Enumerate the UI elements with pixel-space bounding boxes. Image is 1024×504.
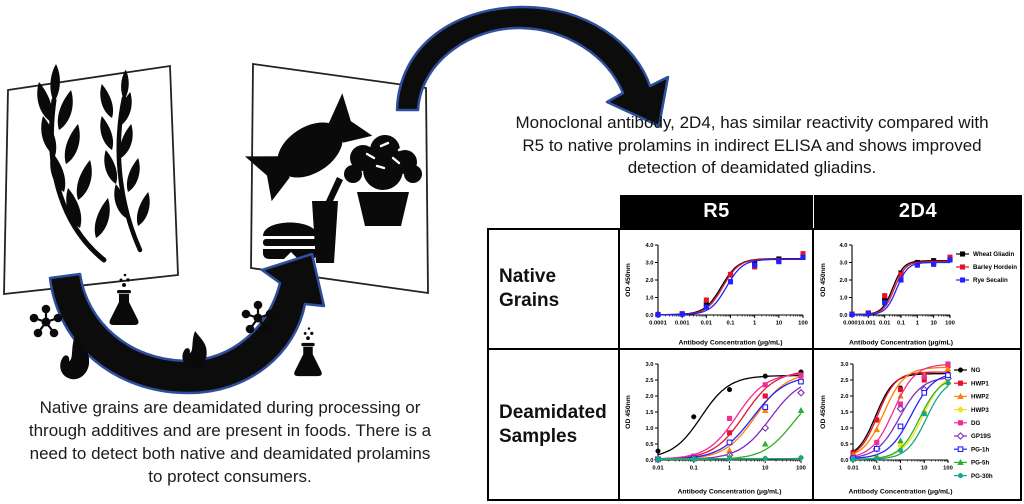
svg-text:PG-1h: PG-1h [971,446,989,453]
process-arrow [48,252,326,395]
svg-text:0.001: 0.001 [861,321,876,327]
cupcake-icon [344,135,422,226]
svg-text:0.1: 0.1 [897,321,906,327]
svg-text:0.5: 0.5 [645,442,654,448]
svg-text:0.1: 0.1 [690,466,699,472]
svg-text:Antibody Concentration (µg/mL): Antibody Concentration (µg/mL) [849,340,953,347]
svg-text:OD 450nm: OD 450nm [625,395,632,429]
figure-headline: Monoclonal antibody, 2D4, has similar re… [515,113,989,178]
transition-arrow [395,5,670,128]
svg-text:0.5: 0.5 [840,442,849,448]
svg-text:0.001: 0.001 [675,321,690,327]
svg-text:2.5: 2.5 [645,378,654,384]
svg-text:1: 1 [728,466,732,472]
chart-2d4-deamidated-samples: 0.0 0.5 1.0 1.5 2.0 2.5 3.0 0.01 0.1 1 10 100Antibo… [820,361,993,496]
molecule-icon [29,304,63,338]
svg-text:0.0: 0.0 [840,458,848,464]
svg-text:Rye Secalin: Rye Secalin [973,277,1008,284]
svg-text:10: 10 [762,466,768,472]
svg-text:3.0: 3.0 [840,362,848,368]
flask-icon [294,327,322,377]
svg-text:OD 450nm: OD 450nm [820,263,827,297]
figure-caption: Native grains are deamidated during proc… [28,398,432,487]
svg-text:PG-5h: PG-5h [971,460,989,467]
svg-text:1.0: 1.0 [645,426,653,432]
svg-text:1.0: 1.0 [839,296,847,302]
svg-text:0.0: 0.0 [839,313,847,319]
svg-text:0.01: 0.01 [652,466,664,472]
svg-text:10: 10 [930,321,936,327]
column-header-r5: R5 [620,195,813,228]
svg-text:10: 10 [776,321,782,327]
svg-text:Barley Hordein: Barley Hordein [973,264,1017,271]
svg-text:0.0: 0.0 [645,313,653,319]
svg-text:0.1: 0.1 [873,466,882,472]
flame-icon [60,335,90,380]
column-header-2d4: 2D4 [814,195,1022,228]
svg-text:0.0001: 0.0001 [843,321,862,327]
svg-text:2.0: 2.0 [645,394,653,400]
svg-text:DG: DG [971,420,980,427]
svg-text:0.01: 0.01 [847,466,859,472]
food-panel [245,62,429,295]
svg-text:Wheat Gliadin: Wheat Gliadin [973,251,1014,258]
flask-icon [109,273,139,325]
svg-text:3.0: 3.0 [645,362,653,368]
svg-text:1.5: 1.5 [840,410,849,416]
svg-text:2.0: 2.0 [645,278,653,284]
candy-icon [245,93,373,202]
svg-text:1: 1 [753,321,757,327]
svg-text:10: 10 [921,466,927,472]
svg-text:1: 1 [899,466,903,472]
svg-text:0.0001: 0.0001 [649,321,668,327]
wheat-icon [37,64,150,263]
grain-panel [3,64,179,296]
svg-text:HWP2: HWP2 [971,394,989,401]
row-header-native-grains: Native Grains [489,230,620,350]
svg-text:100: 100 [796,466,806,472]
svg-text:100: 100 [943,466,953,472]
svg-text:Antibody Concentration (µg/mL): Antibody Concentration (µg/mL) [849,489,953,496]
svg-text:100: 100 [945,321,955,327]
svg-text:HWP1: HWP1 [971,380,989,387]
svg-text:3.0: 3.0 [839,261,847,267]
svg-text:0.01: 0.01 [879,321,891,327]
svg-text:0.01: 0.01 [701,321,713,327]
svg-text:1.5: 1.5 [645,410,654,416]
svg-text:4.0: 4.0 [645,243,653,249]
chart-r5-native-grains: 0.0 1.0 2.0 3.0 4.0 0.0001 0.001 0.01 0.1 1 10 100A… [625,243,808,347]
svg-text:Antibody Concentration (µg/mL): Antibody Concentration (µg/mL) [679,340,783,347]
svg-text:NG: NG [971,367,980,374]
svg-text:2.5: 2.5 [840,378,849,384]
svg-text:Antibody Concentration (µg/mL): Antibody Concentration (µg/mL) [678,489,782,496]
svg-text:2.0: 2.0 [839,278,847,284]
svg-text:OD 450nm: OD 450nm [820,395,827,429]
molecule-icon [241,300,275,334]
svg-text:1: 1 [916,321,920,327]
svg-text:1.0: 1.0 [840,426,848,432]
row-header-deamidated-samples: Deamidated Samples [489,350,620,499]
svg-text:0.1: 0.1 [726,321,735,327]
svg-text:4.0: 4.0 [839,243,847,249]
flame-icon [182,331,207,369]
svg-text:HWP3: HWP3 [971,407,989,414]
svg-text:OD 450nm: OD 450nm [625,263,632,297]
svg-text:PG-30h: PG-30h [971,473,993,480]
svg-text:2.0: 2.0 [840,394,848,400]
svg-text:1.0: 1.0 [645,296,653,302]
svg-text:0.0: 0.0 [645,458,653,464]
chart-r5-deamidated-samples: 0.0 0.5 1.0 1.5 2.0 2.5 3.0 0.01 0.1 1 10 100Antibo… [625,362,806,496]
svg-text:GP19S: GP19S [971,433,991,440]
drink-cup-icon [312,177,343,263]
svg-text:100: 100 [798,321,808,327]
svg-text:3.0: 3.0 [645,261,653,267]
